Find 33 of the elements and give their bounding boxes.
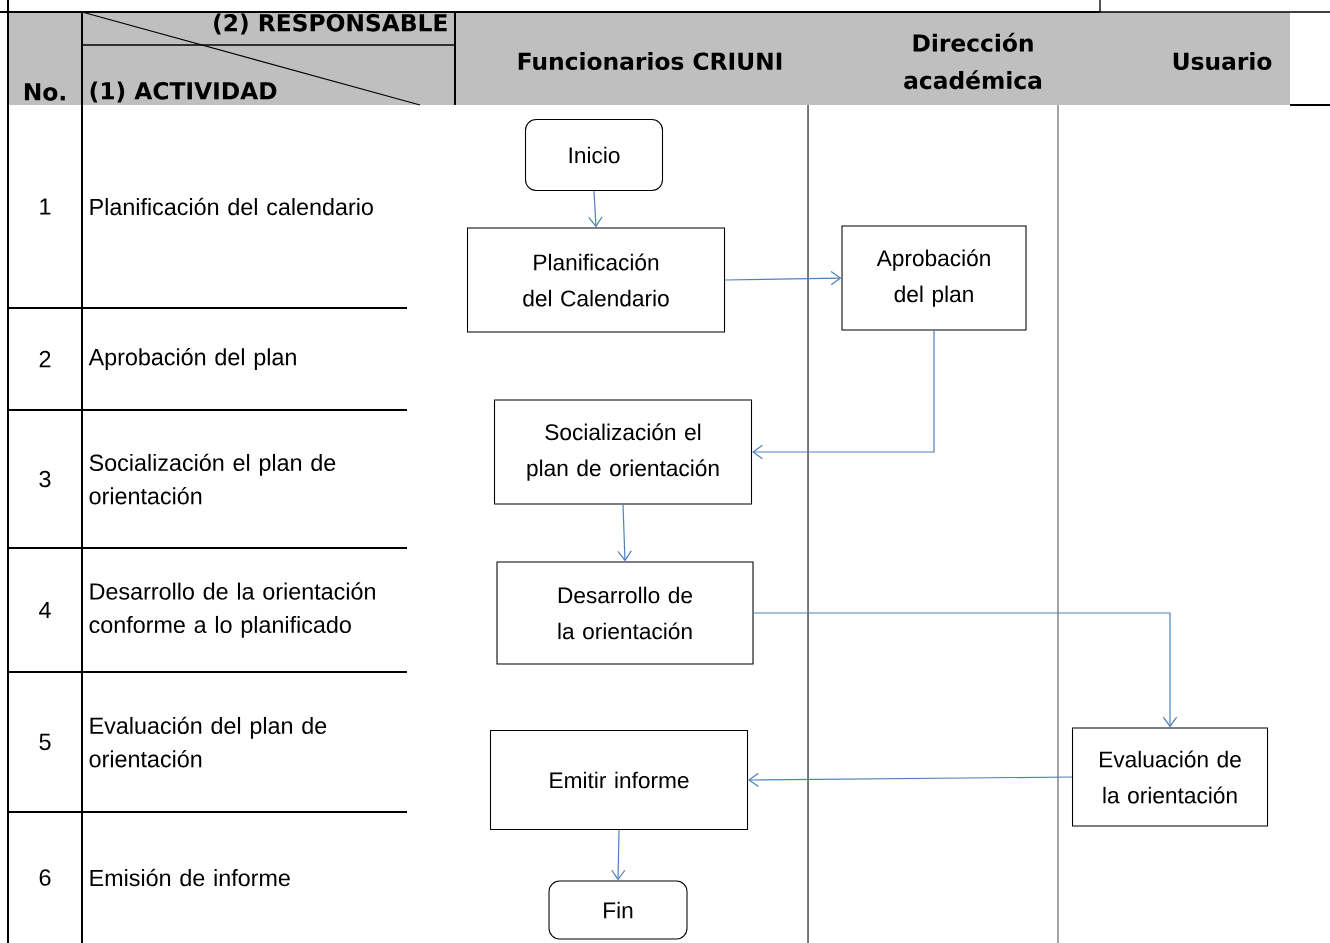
activity-text: Evaluación del plan de orientación — [89, 716, 327, 768]
process-box: Evaluación de la orientación — [1071, 727, 1269, 827]
row-number: 5 — [39, 733, 51, 751]
activity-text: Planificación del calendario — [90, 197, 373, 216]
lane-heading: Funcionarios CRIUNI — [518, 51, 782, 71]
process-box: Aprobación del plan — [841, 225, 1027, 331]
process-box: Emitir informe — [489, 729, 749, 831]
terminator-box: Fin — [548, 880, 688, 940]
arrow — [617, 503, 632, 562]
column-heading: No. — [24, 83, 65, 101]
arrow — [752, 612, 1178, 728]
activity-text: Emisión de informe — [90, 868, 290, 887]
row-number: 1 — [40, 198, 51, 215]
arrow — [588, 190, 603, 228]
lane-heading: Dirección académica — [904, 32, 1042, 90]
terminator-box: Inicio — [524, 118, 664, 192]
column-heading: (1) ACTIVIDAD — [90, 81, 277, 103]
arrow — [752, 329, 935, 460]
column-heading: (2) RESPONSABLE — [214, 13, 447, 35]
arrow — [610, 829, 626, 881]
row-number: 4 — [39, 602, 51, 619]
activity-text: Socialización el plan de orientación — [89, 453, 336, 505]
lane-heading: Usuario — [1173, 51, 1272, 71]
arrow — [724, 270, 842, 286]
process-box: Planificación del Calendario — [466, 227, 726, 333]
row-number: 2 — [39, 350, 51, 368]
row-number: 3 — [39, 470, 51, 488]
row-number: 6 — [39, 869, 51, 886]
process-box: Socialización el plan de orientación — [493, 399, 753, 505]
activity-text: Desarrollo de la orientación conforme a lo planificado — [89, 582, 375, 638]
process-box: Desarrollo de la orientación — [496, 561, 754, 665]
activity-text: Aprobación del plan — [88, 348, 296, 371]
arrow — [748, 772, 1073, 788]
